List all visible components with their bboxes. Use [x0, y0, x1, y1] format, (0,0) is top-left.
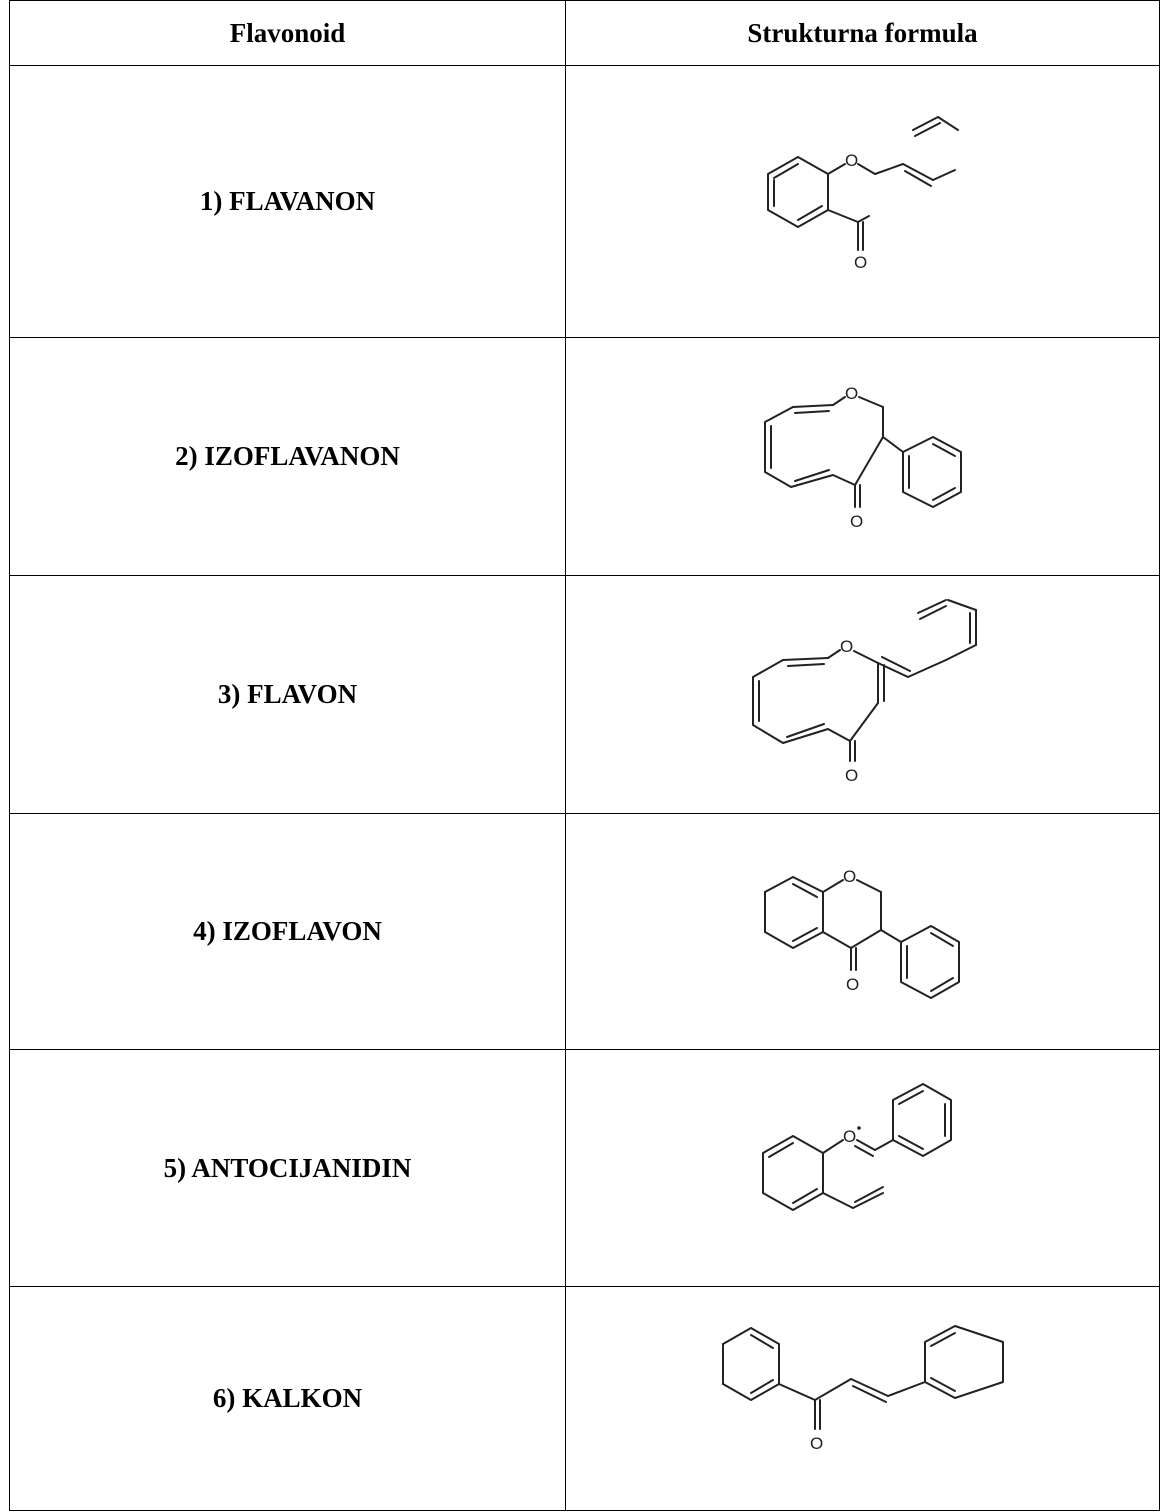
- structure-cell: O: [565, 1286, 1160, 1511]
- flavonoid-name: 1) FLAVANON: [9, 65, 566, 338]
- svg-text:O: O: [810, 1434, 823, 1453]
- flavonoid-name: 6) KALKON: [9, 1286, 566, 1511]
- svg-text:O: O: [843, 1127, 856, 1146]
- table-row: 5) ANTOCIJANIDIN O: [9, 1049, 1160, 1287]
- svg-text:O: O: [845, 766, 858, 785]
- structure-cell: O O: [565, 575, 1160, 814]
- flavone-structure-icon: O O: [751, 598, 977, 785]
- flavonoid-name: 3) FLAVON: [9, 575, 566, 814]
- svg-text:O: O: [843, 867, 856, 886]
- table-header-row: Flavonoid Strukturna formula: [9, 0, 1160, 66]
- isoflavanone-structure-icon: O O: [763, 384, 962, 531]
- svg-text:O: O: [854, 253, 867, 272]
- svg-text:O: O: [846, 975, 859, 994]
- header-structural-formula: Strukturna formula: [565, 0, 1160, 66]
- flavonoid-table: Flavonoid Strukturna formula 1) FLAVANON…: [9, 0, 1160, 1511]
- svg-text:O: O: [845, 151, 858, 170]
- table-row: 1) FLAVANON O: [9, 65, 1160, 338]
- flavonoid-name: 4) IZOFLAVON: [9, 813, 566, 1050]
- anthocyanidin-structure-icon: O: [761, 1083, 952, 1211]
- structure-cell: O O: [565, 65, 1160, 338]
- chalcone-structure-icon: O: [721, 1324, 1004, 1453]
- table-row: 2) IZOFLAVANON O O: [9, 337, 1160, 576]
- svg-text:O: O: [845, 384, 858, 403]
- svg-text:O: O: [840, 637, 853, 656]
- flavonoid-name: 5) ANTOCIJANIDIN: [9, 1049, 566, 1287]
- table-row: 6) KALKON O: [9, 1286, 1160, 1511]
- table-row: 4) IZOFLAVON O O: [9, 813, 1160, 1050]
- structure-cell: O: [565, 1049, 1160, 1287]
- structure-cell: O O: [565, 337, 1160, 576]
- flavonoid-name: 2) IZOFLAVANON: [9, 337, 566, 576]
- header-flavonoid: Flavonoid: [9, 0, 566, 66]
- svg-text:O: O: [850, 512, 863, 531]
- structure-cell: O O: [565, 813, 1160, 1050]
- table-row: 3) FLAVON O O: [9, 575, 1160, 814]
- flavanone-structure-icon: O O: [766, 115, 959, 272]
- isoflavone-structure-icon: O O: [763, 867, 960, 999]
